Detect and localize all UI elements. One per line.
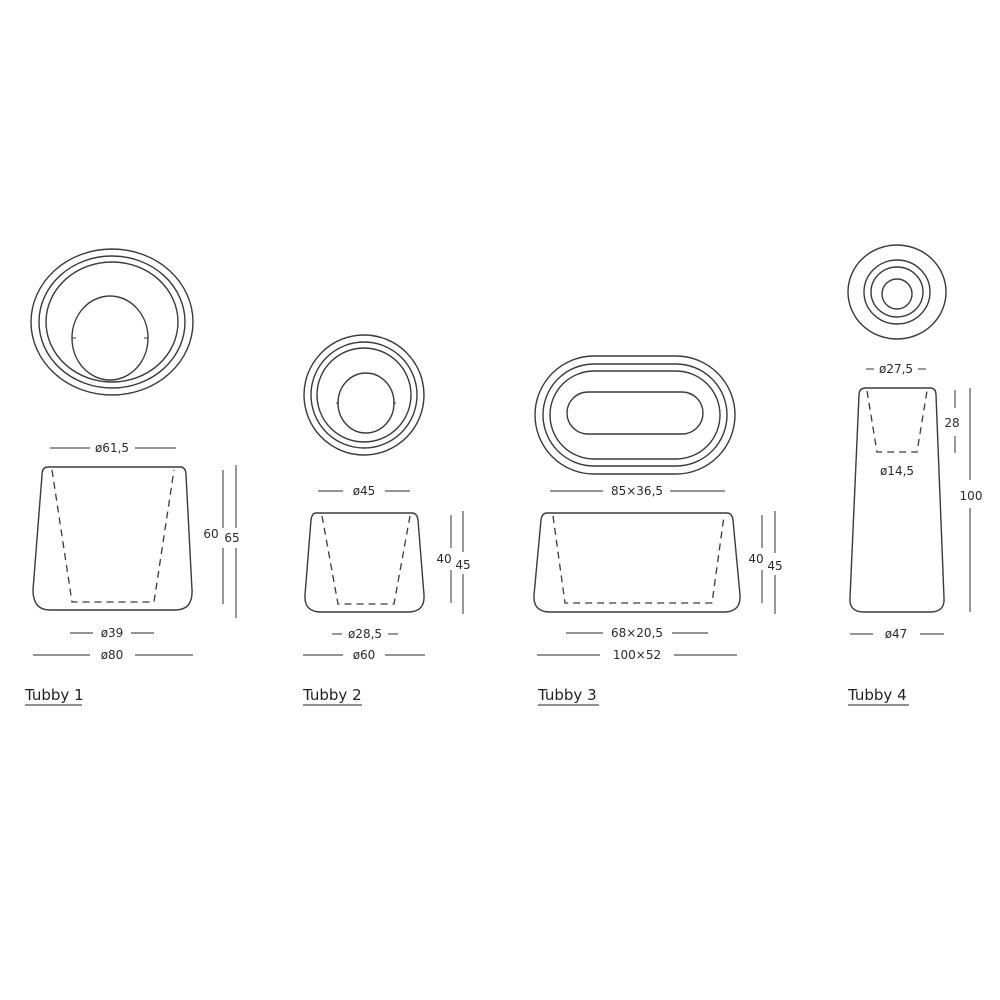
tubby-3-name: Tubby 3 <box>537 686 599 706</box>
tubby-1-drawing: ø61,5 60 65 ø39 ø80 Tubby 1 <box>24 248 240 706</box>
tubby-4-outer-height-label: 100 <box>960 489 983 503</box>
tubby-2-top-diameter-label: ø45 <box>353 484 376 498</box>
tubby-2-title: Tubby 2 <box>302 686 362 704</box>
tubby-2-side-view <box>304 512 425 613</box>
tubby-2-drawing: ø45 40 45 ø28,5 ø60 Tubby 2 <box>302 334 471 706</box>
tubby-1-outer-diameter-label: ø80 <box>101 648 124 662</box>
tubby-3-top-size-label: 85×36,5 <box>611 484 663 498</box>
tubby-3-inner-height-label: 40 <box>748 552 763 566</box>
tubby-4-outer-diameter-label: ø47 <box>885 627 908 641</box>
tubby-2-outer-diameter-label: ø60 <box>353 648 376 662</box>
tubby-1-height-dimensions: 60 65 <box>203 465 240 618</box>
tubby-1-name: Tubby 1 <box>24 686 84 706</box>
tubby-4-side-view <box>849 387 945 613</box>
tubby-3-outer-height-label: 45 <box>767 559 782 573</box>
tubby-4-top-dimension: ø27,5 <box>866 362 926 376</box>
tubby-2-top-view <box>303 334 425 456</box>
tubby-3-base-dimensions: 68×20,5 100×52 <box>537 626 737 662</box>
tubby-4-top-view <box>847 244 947 340</box>
tubby-3-side-view <box>533 512 741 613</box>
tubby-4-height-dimension: 100 <box>960 388 983 612</box>
tubby-3-height-dimensions: 40 45 <box>748 511 783 614</box>
tubby-3-top-dimension: 85×36,5 <box>550 484 725 498</box>
tubby-1-base-dimensions: ø39 ø80 <box>33 626 193 662</box>
tubby-3-title: Tubby 3 <box>537 686 597 704</box>
tubby-1-title: Tubby 1 <box>24 686 84 704</box>
tubby-4-top-diameter-label: ø27,5 <box>879 362 913 376</box>
tubby-2-top-dimension: ø45 <box>318 484 410 498</box>
tubby-2-outer-height-label: 45 <box>455 558 470 572</box>
tubby-1-inner-base-label: ø39 <box>101 626 124 640</box>
tubby-2-inner-height-label: 40 <box>436 552 451 566</box>
tubby-2-name: Tubby 2 <box>302 686 362 706</box>
tubby-3-drawing: 85×36,5 40 45 68×20,5 100×52 Tubby 3 <box>533 355 783 706</box>
tubby-4-inner-depth-label: 28 <box>944 416 959 430</box>
tubby-1-side-view <box>32 466 193 611</box>
tubby-2-height-dimensions: 40 45 <box>436 511 471 614</box>
tubby-4-depth-dimension: 28 <box>944 390 960 453</box>
tubby-2-inner-base-label: ø28,5 <box>348 627 382 641</box>
tubby-3-top-view <box>534 355 736 475</box>
tubby-2-base-dimensions: ø28,5 ø60 <box>303 627 425 662</box>
tubby-4-inner-base-label: ø14,5 <box>880 464 914 478</box>
tubby-3-outer-size-label: 100×52 <box>613 648 661 662</box>
tubby-4-drawing: ø27,5 28 ø14,5 100 ø47 Tubby 4 <box>847 244 983 706</box>
tubby-1-top-dimension: ø61,5 <box>50 441 176 455</box>
tubby-4-base-dimension: ø47 <box>850 627 944 641</box>
tubby-1-top-view <box>30 248 194 396</box>
tubby-4-name: Tubby 4 <box>847 686 909 706</box>
tubby-3-inner-base-label: 68×20,5 <box>611 626 663 640</box>
tubby-4-inner-base-dimension: ø14,5 <box>880 464 914 478</box>
tubby-4-title: Tubby 4 <box>847 686 907 704</box>
tubby-1-top-diameter-label: ø61,5 <box>95 441 129 455</box>
tubby-1-inner-height-label: 60 <box>203 527 218 541</box>
tubby-1-outer-height-label: 65 <box>224 531 239 545</box>
